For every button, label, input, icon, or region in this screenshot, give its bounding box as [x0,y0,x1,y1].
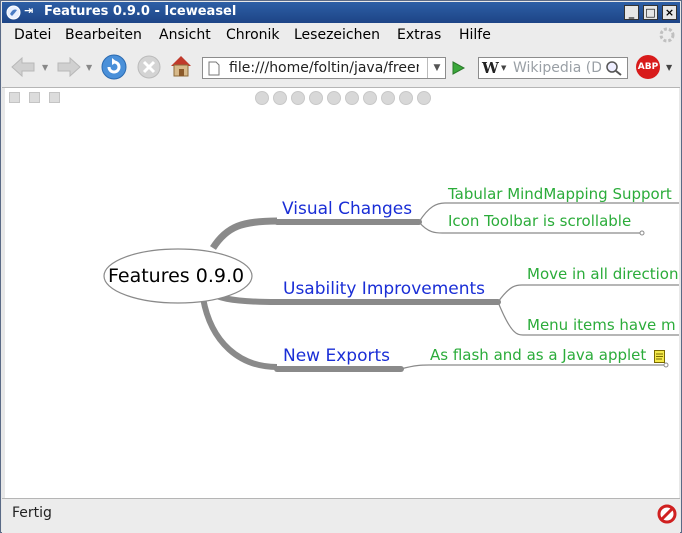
leaf-move-directions[interactable]: Move in all directions [527,265,679,283]
menu-extras[interactable]: Extras [397,27,442,43]
maximize-button[interactable]: □ [643,5,658,20]
leaf-tabular-mindmapping[interactable]: Tabular MindMapping Support [448,185,672,203]
nav-left-circle[interactable] [255,91,269,105]
search-input[interactable]: Wikipedia (D [513,60,601,76]
throbber-icon [658,26,676,48]
navigation-toolbar: ▼ ▼ file:///home/foltin/java/freemind ▼ … [2,47,680,88]
nav-right-circle[interactable] [273,91,287,105]
forward-icon[interactable] [54,55,82,83]
pin-icon[interactable]: ⇥ [24,4,34,17]
home-icon[interactable] [168,53,194,83]
reload-icon[interactable] [100,53,128,85]
toolbar-button-1[interactable] [9,92,20,103]
root-node-ellipse [103,248,253,304]
menu-datei[interactable]: Datei [14,27,52,43]
zoom-in-circle[interactable] [291,91,305,105]
menu-lesezeichen[interactable]: Lesezeichen [294,27,380,43]
minimize-button[interactable]: _ [624,5,639,20]
go-icon[interactable] [450,60,466,80]
status-bar: Fertig [2,498,680,533]
leaf-icon-toolbar[interactable]: Icon Toolbar is scrollable [448,212,632,230]
blank-circle-1[interactable] [363,91,377,105]
stop-icon[interactable] [136,54,162,84]
branch-new-exports[interactable]: New Exports [283,346,390,366]
browser-logo-icon [6,5,21,24]
title-bar: ⇥ Features 0.9.0 - Iceweasel _ □ × [2,2,680,23]
back-dropdown-icon[interactable]: ▼ [42,63,49,72]
mindmap-edges [103,202,679,372]
status-text: Fertig [12,505,52,521]
forward-dropdown-icon[interactable]: ▼ [86,63,93,72]
close-button[interactable]: × [662,5,677,20]
menu-hilfe[interactable]: Hilfe [459,27,491,43]
toolbar-button-3[interactable] [49,92,60,103]
branch-visual-changes[interactable]: Visual Changes [282,199,413,219]
adblock-dropdown-icon[interactable]: ▼ [666,63,673,72]
menu-chronik[interactable]: Chronik [226,27,280,43]
branch-usability-improvements[interactable]: Usability Improvements [283,279,486,299]
url-bar[interactable]: file:///home/foltin/java/freemind ▼ [202,57,446,79]
search-engine-icon[interactable]: W [482,59,499,77]
search-engine-dropdown-icon[interactable]: ▼ [501,64,507,72]
blank-circle-2[interactable] [381,91,395,105]
zoom-out-circle[interactable] [309,91,323,105]
leaf-flash-applet[interactable]: As flash and as a Java applet [430,346,647,364]
blank-circle-3[interactable] [417,91,431,105]
root-node[interactable]: Features 0.9.0 [108,265,245,287]
back-icon[interactable] [10,55,38,83]
info-circle[interactable] [399,91,413,105]
edge-root-visual [210,217,278,250]
note-icon[interactable] [654,348,665,367]
search-bar[interactable]: W ▼ Wikipedia (D [478,57,628,79]
window-title: Features 0.9.0 - Iceweasel [44,4,237,19]
blocked-icon[interactable] [657,504,677,528]
fold-circle[interactable] [345,91,359,105]
url-text: file:///home/foltin/java/freemind [229,60,419,76]
edge-root-exports [200,297,278,370]
toolbar-button-2[interactable] [29,92,40,103]
menu-bar: Datei Bearbeiten Ansicht Chronik Lesezei… [2,23,680,47]
stop-circle[interactable] [327,91,341,105]
page-icon [208,61,220,80]
page-content: Features 0.9.0 Visual Changes Tabular Mi… [5,88,679,498]
leaf-menu-items[interactable]: Menu items have m [527,316,676,334]
search-button-icon[interactable] [605,60,623,80]
url-dropdown-icon[interactable]: ▼ [427,58,446,78]
menu-ansicht[interactable]: Ansicht [159,27,211,43]
adblock-button[interactable]: ABP [636,55,660,79]
menu-bearbeiten[interactable]: Bearbeiten [65,27,142,43]
